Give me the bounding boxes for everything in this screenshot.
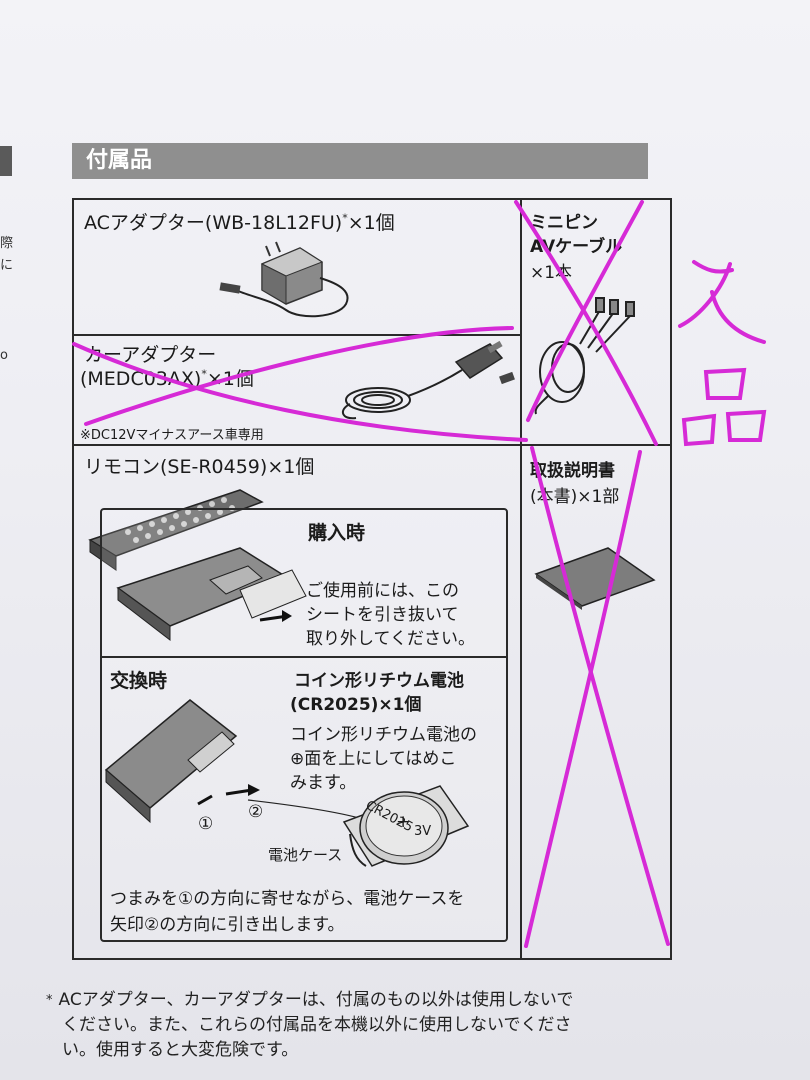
edge-fragment: に [0,258,14,273]
battery-line: コイン形リチウム電池の [290,725,477,745]
footnote-line: ください。また、これらの付属品を本機以外に使用しないでくださ [62,1015,572,1035]
footnote: *ACアダプター、カーアダプターは、付属のもの以外は使用しないで ください。また… [46,988,746,1063]
footnote-line: *ACアダプター、カーアダプターは、付属のもの以外は使用しないで [46,990,574,1010]
arrow-label-2: ② [248,802,264,822]
edge-fragment: 際 [0,236,14,251]
purchase-line: ご使用前には、この [306,581,459,601]
car-adapter-image [341,340,515,420]
accessories-table [72,198,672,960]
battery-name: コイン形リチウム電池 [294,671,464,691]
strike-mark [72,200,670,948]
av-cable-qty: ×1本 [530,263,573,283]
edge-fragment: o [0,348,8,363]
car-adapter-note: ※DC12Vマイナスアース車専用 [80,428,264,443]
replace-heading: 交換時 [110,670,168,692]
av-cable-line2: AVケーブル [530,237,623,257]
footnote-line: い。使用すると大変危険です。 [62,1040,299,1060]
battery-box-divider [100,656,508,658]
battery-case-label: 電池ケース [268,846,343,864]
ac-adapter-name: ACアダプター(WB-18L12FU)*×1個 [84,211,395,234]
av-cable-image [534,297,635,415]
remote-name: リモコン(SE-R0459)×1個 [84,456,315,478]
coin-plus: + [396,812,411,832]
left-edge-bar [0,146,12,176]
battery-model: (CR2025)×1個 [290,695,422,715]
ac-adapter-image [219,241,349,318]
manual-line1: 取扱説明書 [530,461,615,481]
table-column-divider [520,198,522,960]
battery-line: ⊕面を上にしてはめこ [290,749,457,769]
replace-instruction: 矢印②の方向に引き出します。 [110,915,345,935]
remote-image [88,489,264,571]
section-header: 付属品 [72,143,648,179]
manual-line2: (本書)×1部 [530,487,620,507]
purchase-heading: 購入時 [308,522,366,544]
remote-back-image [116,547,307,642]
arrow-label-1: ① [198,814,214,834]
replace-instruction: つまみを①の方向に寄せながら、電池ケースを [110,889,465,909]
coin-voltage: 3V [414,824,432,839]
table-row-divider [72,444,672,446]
purchase-line: シートを引き抜いて [306,605,459,625]
remote-replace-image [104,699,367,824]
handwritten-missing-mark [678,260,767,447]
purchase-line: 取り外してください。 [306,629,475,649]
av-cable-line1: ミニピン [530,213,598,233]
table-row-divider [72,334,522,336]
battery-case-image [342,785,470,867]
battery-line: みます。 [290,773,357,793]
